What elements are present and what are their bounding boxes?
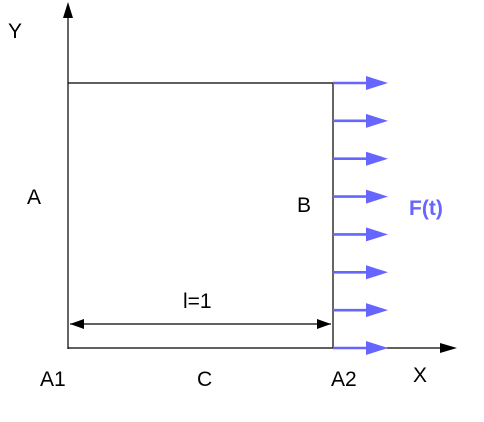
force-arrow [333,113,388,128]
force-arrow [333,303,388,318]
force-arrow [333,265,388,280]
corner-label-a2: A2 [331,368,357,391]
left-edge-label: A [27,186,41,209]
x-axis-label: X [413,364,427,387]
force-arrow [333,151,388,166]
length-label: l=1 [183,290,212,313]
bottom-edge-label: C [197,368,212,391]
force-label: F(t) [409,197,443,220]
force-arrow [333,76,388,90]
force-arrows [333,76,388,355]
y-axis [63,2,73,349]
y-axis-label: Y [8,20,22,43]
right-edge-label: B [297,194,311,217]
corner-label-a1: A1 [40,368,66,391]
force-arrow [333,227,388,242]
force-arrow [333,189,388,204]
force-arrow [333,341,388,355]
x-axis [68,343,457,353]
